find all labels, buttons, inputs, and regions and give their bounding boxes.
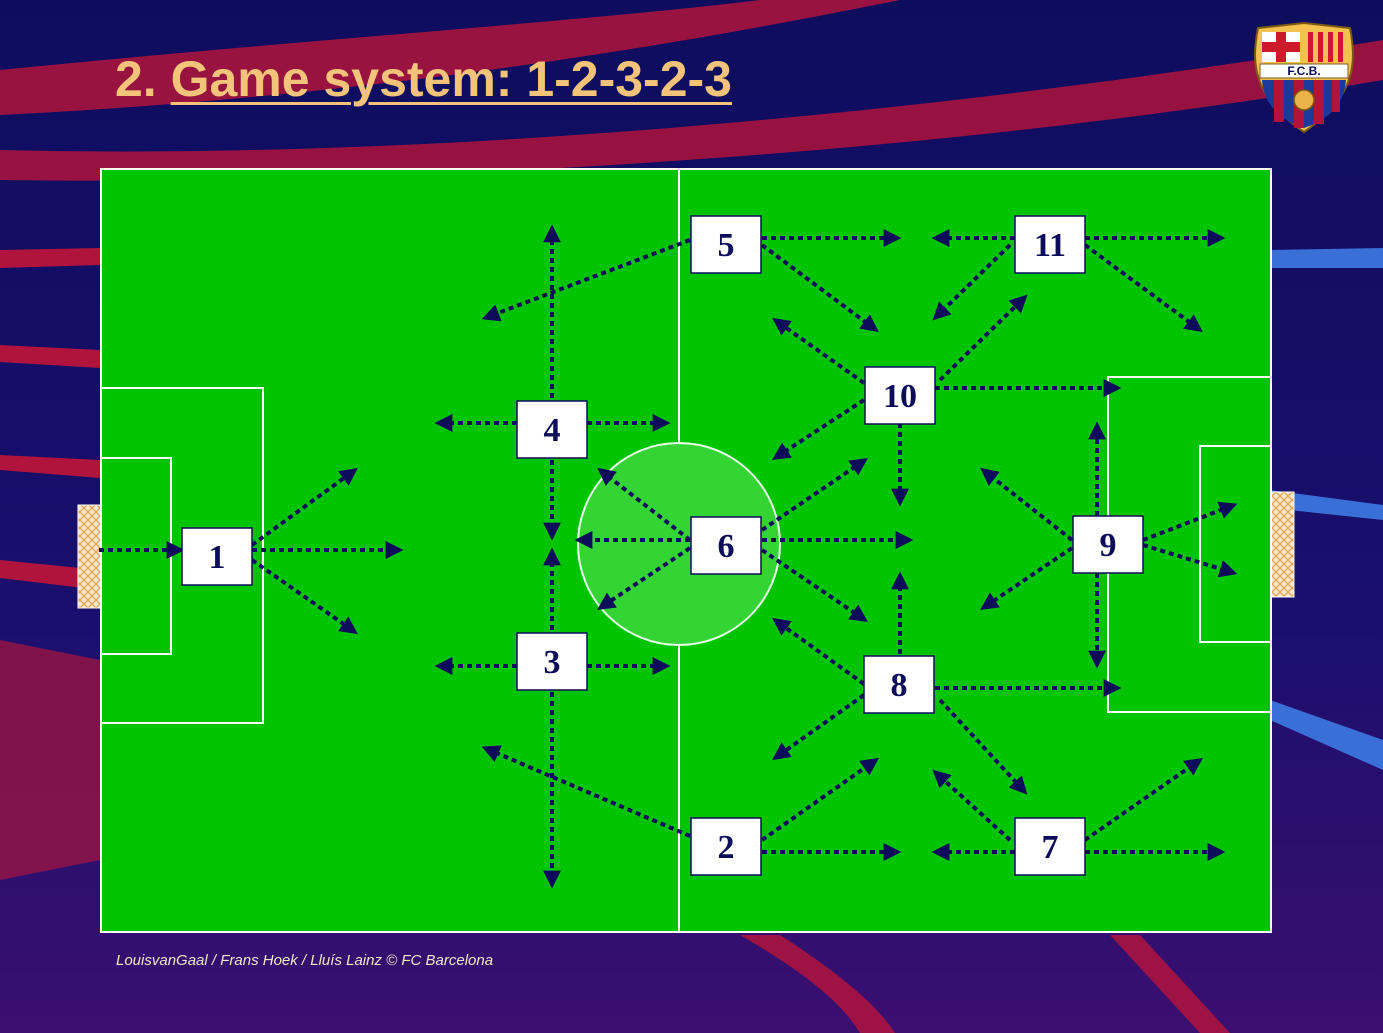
player-box — [1072, 515, 1144, 574]
player-number: 4 — [544, 412, 561, 449]
player-box — [690, 817, 762, 876]
movement-arrow — [250, 467, 358, 547]
player-markers: 1 2 3 4 5 6 7 8 9 10 11 — [181, 215, 1144, 876]
player-box — [516, 400, 588, 459]
player-number: 6 — [718, 528, 735, 565]
player-marker-6: 6 — [690, 516, 762, 575]
player-number: 10 — [883, 378, 917, 415]
movement-arrow — [481, 745, 691, 838]
player-number: 1 — [209, 539, 226, 576]
player-box — [181, 527, 253, 586]
movement-arrows — [99, 224, 1238, 889]
movement-arrow — [1142, 543, 1238, 578]
player-marker-5: 5 — [690, 215, 762, 274]
movement-arrow — [597, 467, 692, 542]
fcb-crest-icon: F.C.B. — [1254, 21, 1354, 134]
movement-arrow — [938, 698, 1028, 795]
player-marker-11: 11 — [1014, 215, 1086, 274]
player-box — [864, 366, 936, 425]
movement-arrow — [250, 558, 358, 635]
movement-arrow — [772, 617, 866, 686]
movement-arrow — [597, 546, 692, 610]
right-goal-area — [1199, 445, 1272, 643]
movement-arrow — [938, 294, 1028, 382]
left-goal — [77, 504, 103, 609]
player-number: 8 — [891, 667, 908, 704]
title-prefix: 2. — [115, 51, 171, 107]
player-number: 11 — [1034, 227, 1066, 264]
movement-arrow — [1083, 243, 1203, 333]
player-marker-2: 2 — [690, 817, 762, 876]
player-marker-8: 8 — [863, 655, 935, 714]
movement-arrow — [760, 243, 879, 333]
right-goal — [1269, 491, 1295, 598]
movement-arrow — [481, 238, 691, 322]
movement-arrow — [932, 769, 1012, 842]
title-main: Game system: 1-2-3-2-3 — [170, 51, 732, 107]
movement-arrow — [772, 317, 866, 385]
player-box — [1014, 817, 1086, 876]
player-marker-3: 3 — [516, 632, 588, 691]
movement-arrow — [760, 548, 868, 623]
player-number: 9 — [1100, 527, 1117, 564]
movement-arrow — [772, 693, 866, 761]
movement-arrow — [760, 457, 868, 532]
player-number: 2 — [718, 829, 735, 866]
logo-text: F.C.B. — [1287, 64, 1320, 78]
movement-arrow — [980, 467, 1074, 542]
player-marker-9: 9 — [1072, 515, 1144, 574]
player-marker-1: 1 — [181, 527, 253, 586]
player-box — [863, 655, 935, 714]
slide-title: 2. Game system: 1-2-3-2-3 — [115, 50, 732, 108]
player-number: 5 — [718, 227, 735, 264]
footer-credit: LouisvanGaal / Frans Hoek / Lluís Lainz … — [116, 952, 494, 969]
player-marker-4: 4 — [516, 400, 588, 459]
player-number: 3 — [544, 644, 561, 681]
player-box — [690, 516, 762, 575]
movement-arrow — [1142, 501, 1238, 542]
player-marker-10: 10 — [864, 366, 936, 425]
player-box — [1014, 215, 1086, 274]
player-marker-7: 7 — [1014, 817, 1086, 876]
player-number: 7 — [1042, 829, 1059, 866]
player-box — [690, 215, 762, 274]
player-box — [516, 632, 588, 691]
